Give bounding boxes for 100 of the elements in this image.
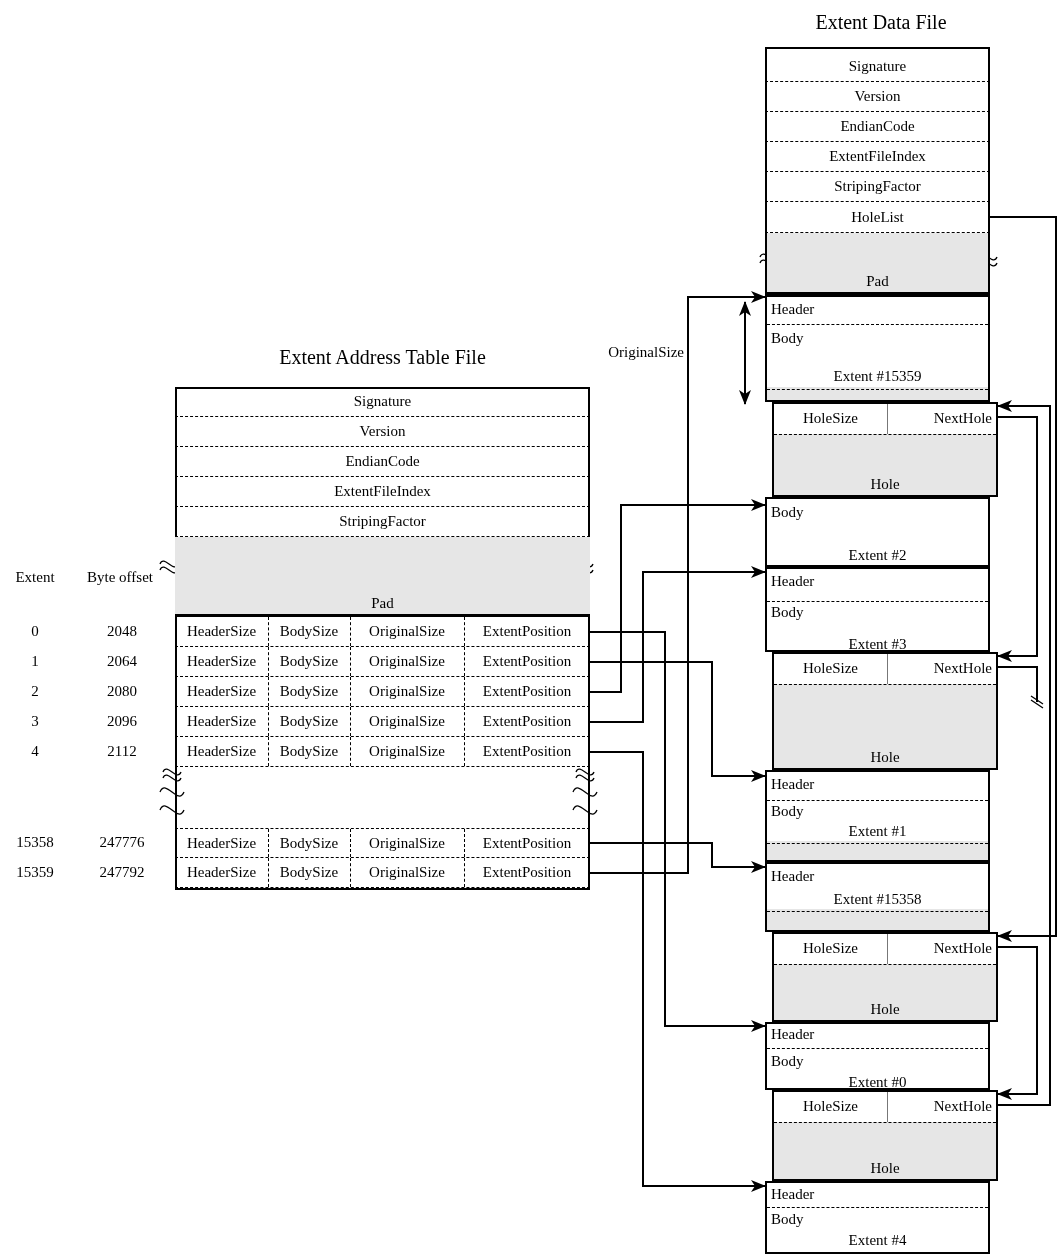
extent-number: 2 <box>30 682 40 700</box>
table-row <box>175 647 590 677</box>
column-heading: Extent <box>14 568 56 586</box>
field-label: BodySize <box>278 834 340 852</box>
file-title: Extent Address Table File <box>278 345 487 369</box>
hole-block <box>772 932 998 1022</box>
field-label: HeaderSize <box>185 742 258 760</box>
byte-offset: 2096 <box>106 712 138 730</box>
section-label: Body <box>771 329 804 347</box>
field-label: Version <box>358 422 407 440</box>
field-label: HeaderSize <box>185 863 258 881</box>
field-label: HoleList <box>850 207 905 226</box>
section-label: Header <box>771 1185 815 1203</box>
connector-arrow <box>589 291 766 874</box>
field-label: StripingFactor <box>833 177 922 195</box>
table-row <box>175 707 590 737</box>
extent-block <box>765 862 990 932</box>
extent-block <box>765 770 990 862</box>
table-row <box>175 858 590 888</box>
field-label: NextHole <box>932 939 993 957</box>
field-label: OriginalSize <box>368 863 446 881</box>
field-label: OriginalSize <box>368 652 446 670</box>
extent-title: Extent #15359 <box>832 367 923 385</box>
section-label: Body <box>771 503 804 521</box>
padding-area <box>175 537 590 617</box>
field-label: NextHole <box>932 659 993 677</box>
connector-arrow <box>589 751 766 1192</box>
hole-label: Hole <box>869 1159 901 1177</box>
byte-offset: 247792 <box>98 863 146 881</box>
field-label: OriginalSize <box>368 834 446 852</box>
field-label: HoleSize <box>802 409 859 427</box>
field-label: ExtentPosition <box>481 712 573 730</box>
section-label: Header <box>771 1025 815 1043</box>
section-label: Header <box>771 300 815 318</box>
field-label: HoleSize <box>802 1097 859 1115</box>
field-label: ExtentPosition <box>481 834 573 852</box>
connector-arrow <box>997 400 1051 1106</box>
extent-block <box>765 567 990 652</box>
extent-number: 4 <box>30 742 40 760</box>
connector-arrow <box>997 946 1038 1100</box>
hole-label: Hole <box>869 1000 901 1018</box>
section-label: Body <box>771 1052 804 1070</box>
header-field <box>765 112 990 142</box>
field-label: HeaderSize <box>185 622 258 640</box>
extent-number: 0 <box>30 622 40 640</box>
byte-offset: 2048 <box>106 622 138 640</box>
field-label: HeaderSize <box>185 712 258 730</box>
extent-title: Extent #1 <box>847 822 908 840</box>
section-label: Header <box>771 572 815 590</box>
padding-area <box>765 233 990 295</box>
byte-offset: 2064 <box>106 652 138 670</box>
field-label: Version <box>853 87 902 105</box>
field-label: BodySize <box>278 622 340 640</box>
section-label: Header <box>771 775 815 793</box>
field-label: Signature <box>847 56 908 75</box>
table-row <box>175 737 590 767</box>
connector-arrow <box>589 499 766 693</box>
extent-number: 15358 <box>15 833 55 851</box>
hole-label: Hole <box>869 475 901 493</box>
header-field <box>765 172 990 202</box>
field-label: OriginalSize <box>368 682 446 700</box>
extent-title: Extent #4 <box>847 1231 908 1249</box>
field-label: HeaderSize <box>185 652 258 670</box>
file-title: Extent Data File <box>814 10 948 34</box>
dimension-label: OriginalSize <box>607 343 684 361</box>
byte-offset: 2112 <box>106 742 138 760</box>
field-label: OriginalSize <box>368 742 446 760</box>
hole-block <box>772 652 998 770</box>
extent-number: 1 <box>30 652 40 670</box>
extent-title: Extent #2 <box>847 546 908 564</box>
field-label: ExtentPosition <box>481 742 573 760</box>
field-label: Signature <box>352 392 413 410</box>
column-heading: Byte offset <box>86 568 154 586</box>
header-field <box>765 82 990 112</box>
field-label: HoleSize <box>802 939 859 957</box>
field-label: BodySize <box>278 652 340 670</box>
connector-arrow <box>589 631 766 1032</box>
field-label: BodySize <box>278 742 340 760</box>
field-label: HeaderSize <box>185 834 258 852</box>
connector-arrow <box>589 566 766 723</box>
table-row <box>175 617 590 647</box>
header-field <box>765 47 990 82</box>
field-label: EndianCode <box>344 452 421 470</box>
extent-title: Extent #3 <box>847 635 908 653</box>
section-label: Body <box>771 1210 804 1228</box>
section-label: Body <box>771 603 804 621</box>
field-label: OriginalSize <box>368 622 446 640</box>
field-label: Pad <box>865 272 890 290</box>
field-label: StripingFactor <box>338 512 427 530</box>
connector-arrow <box>589 661 766 782</box>
connector-arrow <box>589 842 766 873</box>
field-label: HeaderSize <box>185 682 258 700</box>
extent-block <box>765 295 990 402</box>
connector-arrow <box>997 416 1038 662</box>
byte-offset: 2080 <box>106 682 138 700</box>
section-label: Header <box>771 867 815 885</box>
field-label: HoleSize <box>802 659 859 677</box>
hole-label: Hole <box>869 748 901 766</box>
section-label: Body <box>771 802 804 820</box>
extent-title: Extent #0 <box>847 1073 908 1091</box>
